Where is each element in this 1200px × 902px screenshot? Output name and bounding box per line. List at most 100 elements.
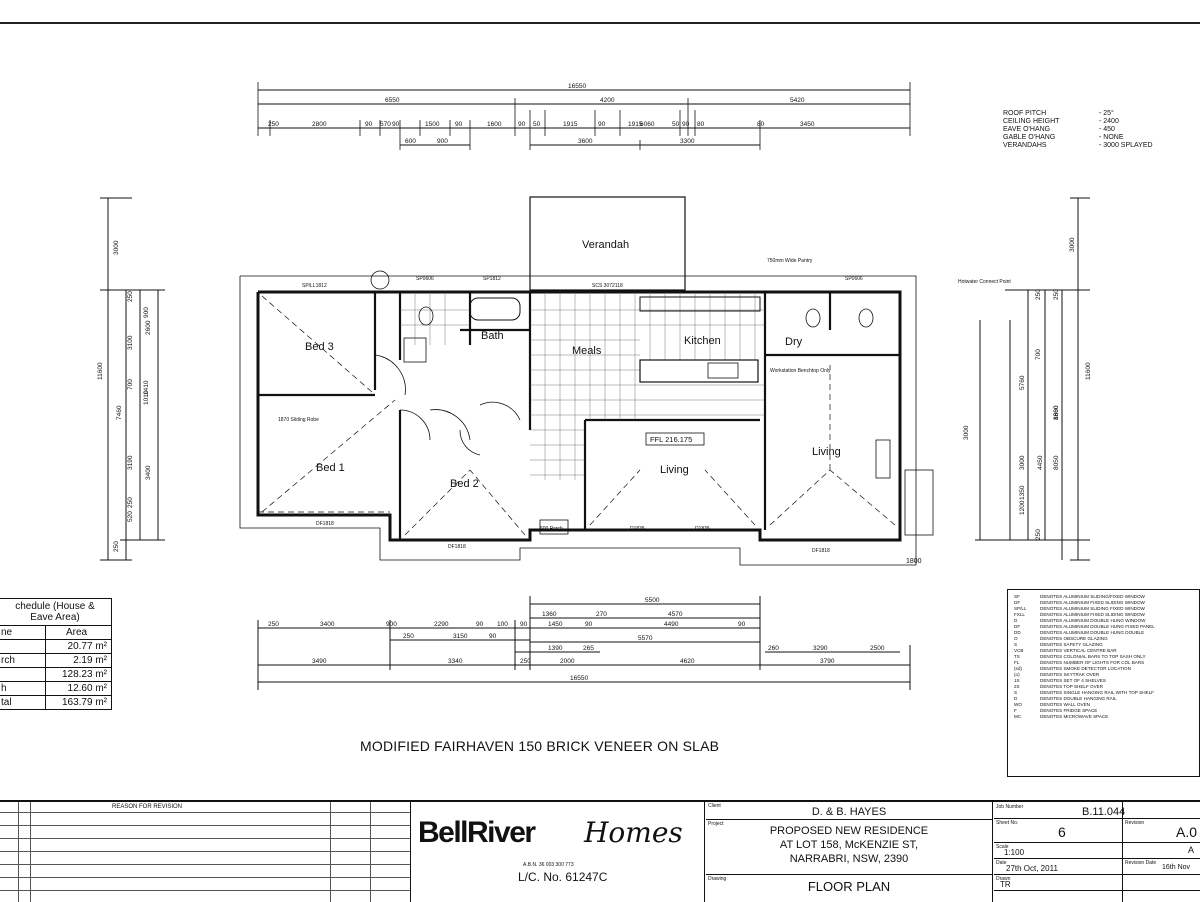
dim-right: 5760 [1019, 375, 1026, 390]
ffl-box [645, 432, 705, 446]
dim-top-row2: 3450 [800, 121, 815, 128]
note-door-left: DF1818 [316, 521, 334, 527]
drawing-name: FLOOR PLAN [807, 879, 891, 894]
legend-code: MC [1014, 714, 1022, 719]
shower-icon [403, 337, 427, 363]
schedule-room: h [0, 682, 46, 695]
legend-code: S [1014, 642, 1018, 647]
project-description: PROPOSED NEW RESIDENCE AT LOT 158, McKEN… [706, 824, 992, 866]
legend-code: TS [1014, 654, 1020, 659]
legend-description: DENOTES COLONIAL BARS TO TOP SASH ONLY [1040, 654, 1146, 659]
roof-hip-lines [258, 295, 896, 536]
roof-spec-value: - 25° [1099, 110, 1114, 117]
dim-right: 4450 [1037, 455, 1044, 470]
dim-left: 2600 [145, 320, 152, 335]
room-bed3: Bed 3 [305, 341, 334, 353]
note-sp3: SP1812 [483, 276, 501, 282]
legend-code: S [1014, 690, 1018, 695]
legend-description: DENOTES SET OF 4 SHELVES [1040, 678, 1106, 683]
job-info-block: Job Number B.11.044 Sheet No. 6 Revision… [994, 802, 1200, 902]
note-pantry: 750mm Wide Pantry [767, 258, 813, 264]
legend-row: (o)DENOTES SKYTRAK OVER [1014, 672, 1199, 678]
window-legend: SF DENOTES ALUMINIUM SLIDING/FIXED WINDOW… [1007, 589, 1200, 777]
schedule-room: tal [0, 696, 46, 709]
roof-spec-key: VERANDAHS [1003, 142, 1047, 149]
dim-top-overall: 16550 [568, 83, 586, 90]
note-1800: 1800 [906, 558, 922, 565]
label-client: Client [708, 803, 721, 809]
room-bed1: Bed 1 [316, 462, 345, 474]
legend-code: (o) [1014, 672, 1020, 677]
room-dry: Dry [785, 336, 803, 348]
dim-bottom-row2: 100 [497, 621, 508, 628]
legend-description: DENOTES ALUMINIUM SLIDING/FIXED WINDOW [1040, 594, 1145, 599]
room-bath: Bath [481, 330, 504, 342]
dim-top-row2: 90 [598, 121, 606, 128]
dim-top-row3: 3300 [680, 138, 695, 145]
legend-description: DENOTES ALUMINIUM DOUBLE HUNG FIXED PANE… [1040, 624, 1155, 629]
note-sp4: SP0606 [845, 276, 863, 282]
dim-bottom-row3: 3290 [813, 645, 828, 652]
roof-spec-row: EAVE O'HANG- 450 [1003, 126, 1153, 134]
legend-description: DENOTES MICROWAVE SPACE [1040, 714, 1109, 719]
legend-row: TS DENOTES COLONIAL BARS TO TOP SASH ONLY [1014, 654, 1199, 660]
legend-code: (sd) [1014, 666, 1022, 671]
ffl-label: FFL 216.175 [650, 435, 692, 444]
schedule-area: 128.23 m² [61, 669, 107, 680]
dim-bottom-row2: 4490 [664, 621, 679, 628]
dim-top-row2: 1500 [425, 121, 440, 128]
schedule-area: 12.60 m² [67, 683, 107, 694]
tile-floor-grid [400, 292, 765, 480]
heater-icon [875, 439, 891, 479]
note-door-right: DF1818 [812, 548, 830, 554]
room-living-main: Living [660, 464, 689, 476]
dim-right: 3000 [1019, 455, 1026, 470]
dim-bottom-row4: 4620 [680, 658, 695, 665]
step-icon [539, 519, 569, 535]
basin-icon [858, 308, 874, 328]
legend-code: O [1014, 636, 1018, 641]
dim-bottom-row1: 270 [596, 611, 607, 618]
revision-sub: A [1188, 845, 1195, 855]
scale-value: 1:100 [1004, 848, 1025, 857]
roof-spec-key: CEILING HEIGHT [1003, 118, 1060, 125]
toilet-icon-2 [805, 308, 821, 328]
note-sp2: SP0606 [416, 276, 434, 282]
legend-description: DENOTES ALUMINIUM FIXED SLIDING WINDOW [1040, 612, 1145, 617]
label-revision: Revision [1125, 820, 1145, 826]
room-kitchen: Kitchen [684, 335, 721, 347]
client-name: D. & B. HAYES [811, 806, 887, 818]
legend-code: SF [1014, 594, 1020, 599]
roof-spec-key: EAVE O'HANG [1003, 126, 1051, 133]
dim-left: 3100 [127, 335, 134, 350]
schedule-area: 20.77 m² [67, 641, 107, 652]
label-project: Project [708, 821, 724, 827]
legend-code: 1S [1014, 678, 1020, 683]
job-number: B.11.044 [1082, 806, 1126, 818]
dim-top-row2: 50 [672, 121, 680, 128]
note-meals-window: SCS 3072118 [592, 283, 623, 289]
dim-left: 700 [127, 379, 134, 390]
dim-top-row2: 250 [268, 121, 279, 128]
dim-left: 3400 [145, 465, 152, 480]
dim-bottom-row3: 2500 [870, 645, 885, 652]
dim-bottom-row1: 4570 [668, 611, 683, 618]
house-walls [256, 290, 902, 542]
schedule-row: 128.23 m² [0, 668, 111, 682]
schedule-row: h 12.60 m² [0, 682, 111, 696]
dim-top-row2: 90 [682, 121, 690, 128]
dim-right: 250 [1035, 529, 1042, 540]
title-block: REASON FOR REVISION BellRiver Homes A.B.… [0, 800, 1200, 902]
dim-bottom-row2: 2290 [434, 621, 449, 628]
dim-top-row1: 4200 [600, 97, 615, 104]
dim-top-row2: 50 [533, 121, 541, 128]
dim-right: 8660 [1053, 405, 1060, 420]
verandah-outline [529, 196, 686, 291]
drawing-title: MODIFIED FAIRHAVEN 150 BRICK VENEER ON S… [360, 738, 720, 754]
dim-right: 3000 [963, 425, 970, 440]
